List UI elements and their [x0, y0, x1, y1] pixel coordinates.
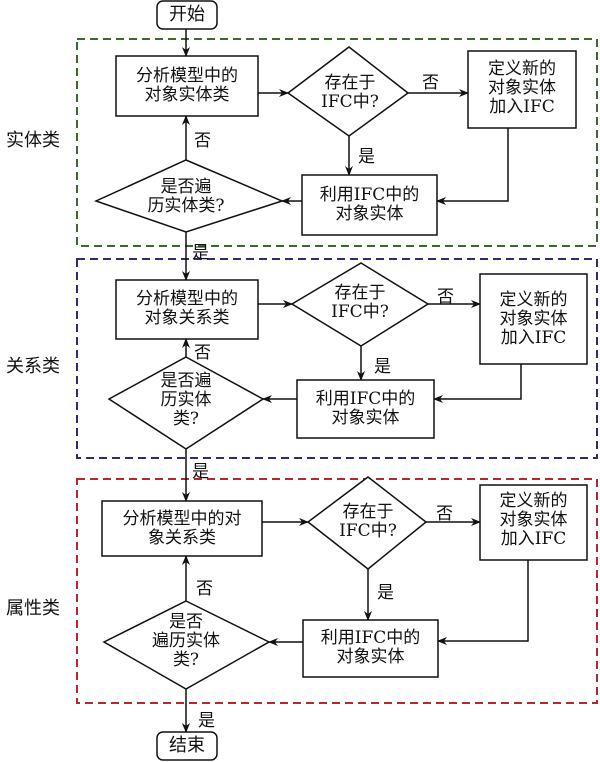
define-box-attribute	[479, 484, 588, 561]
end-label: 结束	[169, 735, 205, 756]
analyze-text-entity: 分析模型中的 对象实体类	[136, 66, 238, 105]
group-frame-attribute	[76, 478, 598, 704]
edge-label-yes: 是	[374, 357, 391, 377]
edge-label-yes: 是	[198, 711, 215, 731]
edge-label-no: 否	[437, 287, 454, 307]
start-label: 开始	[169, 4, 205, 25]
edge-label-yes: 是	[192, 462, 209, 482]
edge-label-yes: 是	[358, 147, 375, 167]
analyze-box-attribute	[101, 500, 263, 557]
arrow-define-to-use-3	[437, 560, 529, 645]
exists-text-relation: 存在于 IFC中?	[331, 283, 389, 322]
group-label-attribute: 属性类	[6, 598, 60, 619]
analyze-text-relation: 分析模型中的 对象关系类	[136, 289, 238, 328]
arrow-define-to-use-2	[433, 364, 522, 403]
edge-label-no: 否	[194, 131, 211, 151]
exists-text-attribute: 存在于 IFC中?	[339, 502, 397, 541]
edge-label-no: 否	[194, 343, 211, 363]
edge-label-no: 否	[196, 579, 213, 599]
use-text-attribute: 利用IFC中的 对象实体	[320, 628, 421, 667]
define-box-relation	[479, 273, 588, 365]
group-frame-entity	[76, 38, 598, 247]
start-terminal	[156, 0, 218, 30]
use-text-relation: 利用IFC中的 对象实体	[315, 389, 416, 428]
use-box-relation	[296, 379, 435, 439]
define-text-attribute: 定义新的 对象实体 加入IFC	[499, 491, 568, 549]
define-text-entity: 定义新的 对象实体 加入IFC	[488, 59, 556, 117]
group-label-relation: 关系类	[6, 356, 60, 377]
define-text-relation: 定义新的 对象实体 加入IFC	[499, 290, 568, 348]
edge-label-yes: 是	[377, 583, 394, 603]
analyze-text-attribute: 分析模型中的对 象关系类	[122, 509, 242, 548]
analyze-box-entity	[115, 55, 259, 117]
traverse-text-attribute: 是否 遍历实体 类?	[152, 612, 220, 670]
group-frame-relation	[76, 258, 598, 459]
use-box-attribute	[302, 619, 439, 678]
exists-text-entity: 存在于 IFC中?	[321, 73, 379, 112]
use-box-entity	[301, 174, 438, 236]
traverse-text-relation: 是否遍 历实体 类?	[160, 371, 212, 429]
edge-label-yes: 是	[192, 243, 209, 263]
traverse-text-entity: 是否遍 历实体类?	[147, 177, 225, 216]
edge-label-no: 否	[422, 73, 439, 93]
edge-label-no: 否	[436, 504, 453, 524]
use-text-entity: 利用IFC中的 对象实体	[319, 185, 420, 224]
analyze-box-relation	[115, 279, 259, 340]
arrow-define-to-use-1	[436, 128, 509, 205]
group-label-entity: 实体类	[6, 130, 60, 151]
